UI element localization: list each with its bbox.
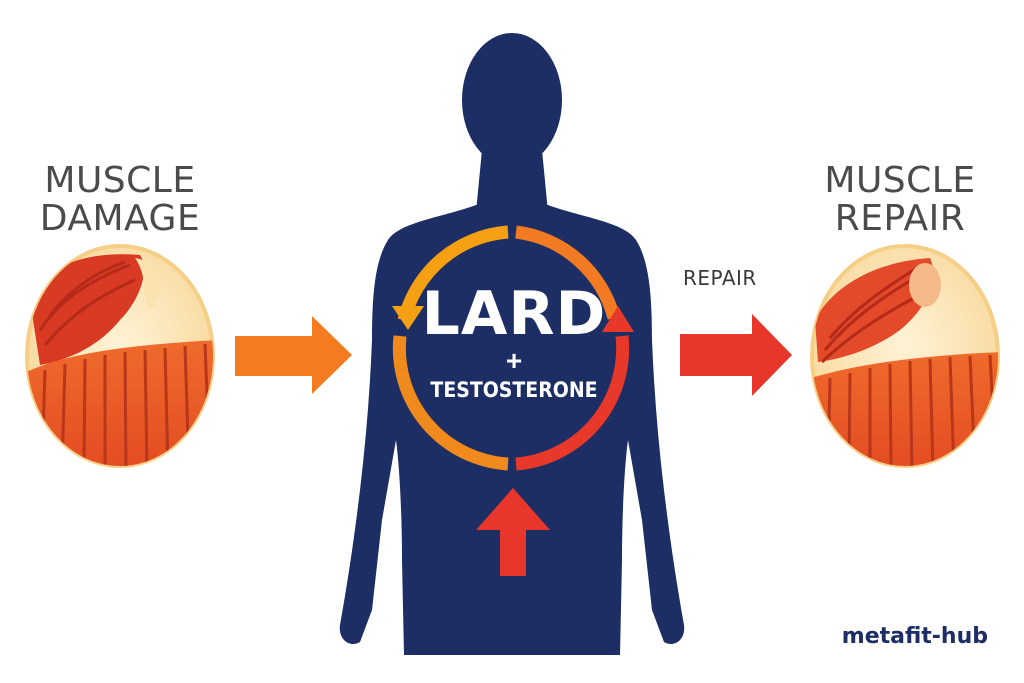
arrow-up-icon	[476, 488, 550, 576]
muscle-repair-title-line1: MUSCLE	[824, 160, 976, 201]
muscle-damage-title-line1: MUSCLE	[44, 160, 196, 201]
brand-watermark: metafit-hub	[841, 624, 988, 649]
muscle-damage-title: MUSCLE DAMAGE	[20, 162, 220, 238]
repair-arrow-label: REPAIR	[683, 266, 757, 290]
muscle-cross-section-icon	[810, 244, 1000, 468]
lard-label: LARD	[421, 279, 607, 349]
muscle-cross-section-icon	[25, 244, 215, 468]
arrow-right-icon	[680, 314, 792, 396]
cycle-arrows-icon	[392, 225, 634, 471]
human-silhouette-icon	[339, 33, 685, 655]
testosterone-label: TESTOSTERONE	[430, 378, 598, 402]
muscle-repair-title: MUSCLE REPAIR	[795, 162, 1005, 238]
plus-sign: +	[505, 345, 523, 376]
muscle-repair-title-line2: REPAIR	[834, 198, 966, 239]
muscle-damage-title-line2: DAMAGE	[39, 198, 201, 239]
arrow-right-icon	[235, 316, 352, 394]
